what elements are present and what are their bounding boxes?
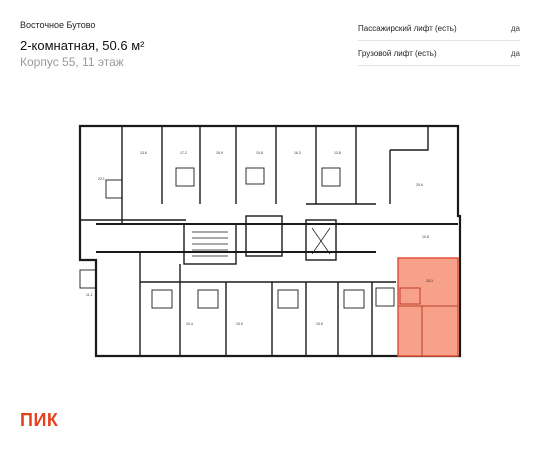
apartment-subtitle: Корпус 55, 11 этаж — [20, 55, 124, 69]
floor-plan: 22.1 13.6 17.2 15.9 10.8 16.3 13.8 20.6 … — [78, 124, 462, 358]
room-area: 28.3 — [426, 279, 433, 283]
apartment-title: 2-комнатная, 50.6 м² — [20, 38, 145, 53]
feature-passenger-lift: Пассажирский лифт (есть) да — [358, 24, 520, 33]
room-area: 11.1 — [86, 293, 93, 297]
feature-value: да — [510, 24, 520, 33]
room-area: 10.4 — [186, 322, 193, 326]
divider — [358, 40, 520, 41]
feature-freight-lift: Грузовой лифт (есть) да — [358, 49, 520, 58]
room-area: 15.9 — [216, 151, 223, 155]
room-area: 10.9 — [236, 322, 243, 326]
room-area: 10.8 — [256, 151, 263, 155]
room-area: 20.6 — [416, 183, 423, 187]
room-area: 22.1 — [98, 177, 105, 181]
room-area: 13.6 — [140, 151, 147, 155]
project-name: Восточное Бутово — [20, 20, 96, 30]
room-area: 13.8 — [334, 151, 341, 155]
room-area: 10.8 — [422, 235, 429, 239]
pik-logo: ПИК — [20, 410, 59, 430]
feature-label: Грузовой лифт (есть) — [358, 49, 437, 58]
room-area: 10.5 — [316, 322, 323, 326]
selected-apartment — [397, 257, 459, 357]
room-area: 17.2 — [180, 151, 187, 155]
feature-label: Пассажирский лифт (есть) — [358, 24, 457, 33]
divider — [358, 65, 520, 66]
feature-value: да — [510, 49, 520, 58]
room-area: 16.3 — [294, 151, 301, 155]
